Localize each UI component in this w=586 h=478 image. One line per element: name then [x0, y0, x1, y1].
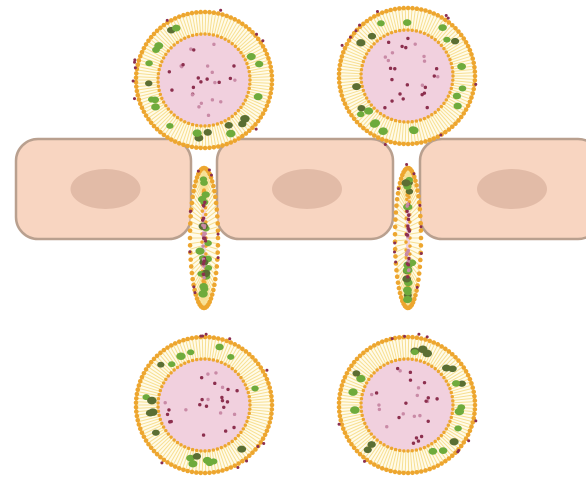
cell-nucleus: [477, 169, 547, 209]
cell-layer: [16, 139, 586, 239]
cell-nucleus: [272, 169, 342, 209]
cell-nucleus: [71, 169, 141, 209]
cell-1: [16, 139, 191, 239]
vesicle-top-right: [337, 6, 478, 147]
cell-3: [420, 139, 586, 239]
cell-2: [217, 139, 393, 239]
